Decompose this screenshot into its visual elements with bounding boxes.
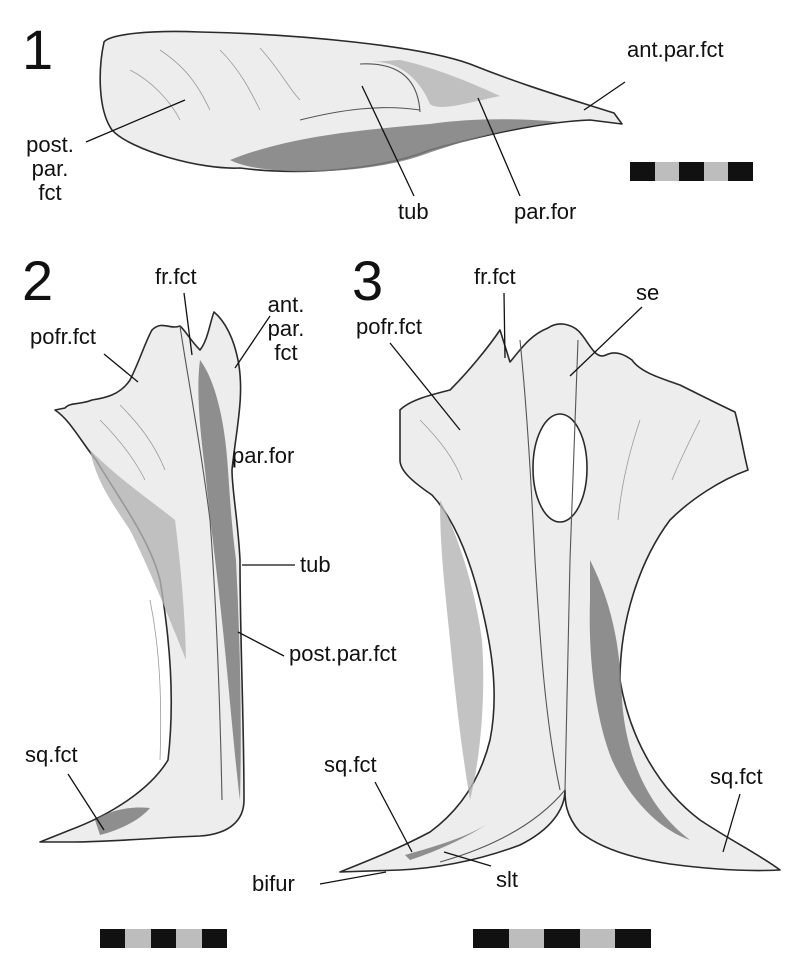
scale-bar-segment [151, 929, 176, 948]
panel-number-2: 2 [22, 249, 54, 312]
scale-bar-2 [100, 929, 227, 948]
scale-bar-segment [615, 929, 651, 948]
scale-bar-segment [176, 929, 202, 948]
scale-bar-segment [580, 929, 615, 948]
label-par-for: par.for [232, 443, 295, 468]
scale-bar-segment [473, 929, 509, 948]
scale-bar-segment [655, 162, 679, 181]
label-sq-fct-right: sq.fct [710, 764, 763, 789]
scale-bar-segment [509, 929, 544, 948]
label-ant-par-fct: ant. par. fct [267, 292, 305, 366]
scale-bar-segment [679, 162, 704, 181]
label-post-par-fct: post. par. fct [26, 132, 74, 206]
label-fr-fct: fr.fct [474, 264, 516, 289]
scale-bar-1 [630, 162, 753, 181]
label-pofr-fct: pofr.fct [30, 324, 97, 349]
label-tub: tub [398, 199, 429, 224]
label-par-for: par.for [514, 199, 577, 224]
bone-drawing-1 [99, 30, 623, 173]
scale-bar-3 [473, 929, 651, 948]
leader-lines [67, 81, 741, 885]
scale-bar-segment [544, 929, 580, 948]
label-pofr-fct: pofr.fct [356, 314, 423, 339]
label-fr-fct: fr.fct [155, 264, 197, 289]
label-ant-par-fct: ant.par.fct [627, 37, 724, 62]
scale-bar-segment [100, 929, 125, 948]
panel-number-1: 1 [22, 18, 54, 81]
scale-bar-segment [728, 162, 753, 181]
label-sq-fct: sq.fct [25, 742, 78, 767]
label-slt: slt [496, 867, 518, 892]
label-se: se [636, 280, 660, 305]
scale-bar-segment [202, 929, 227, 948]
label-sq-fct-left: sq.fct [324, 752, 377, 777]
bone-drawing-3 [339, 323, 781, 873]
scale-bar-segment [704, 162, 728, 181]
label-post-par-fct: post.par.fct [289, 641, 397, 666]
panel-number-3: 3 [352, 249, 384, 312]
label-tub: tub [300, 552, 331, 577]
scale-bar-segment [125, 929, 151, 948]
bone-drawing-2 [39, 311, 245, 843]
scale-bar-segment [630, 162, 655, 181]
label-bifur: bifur [252, 871, 295, 896]
